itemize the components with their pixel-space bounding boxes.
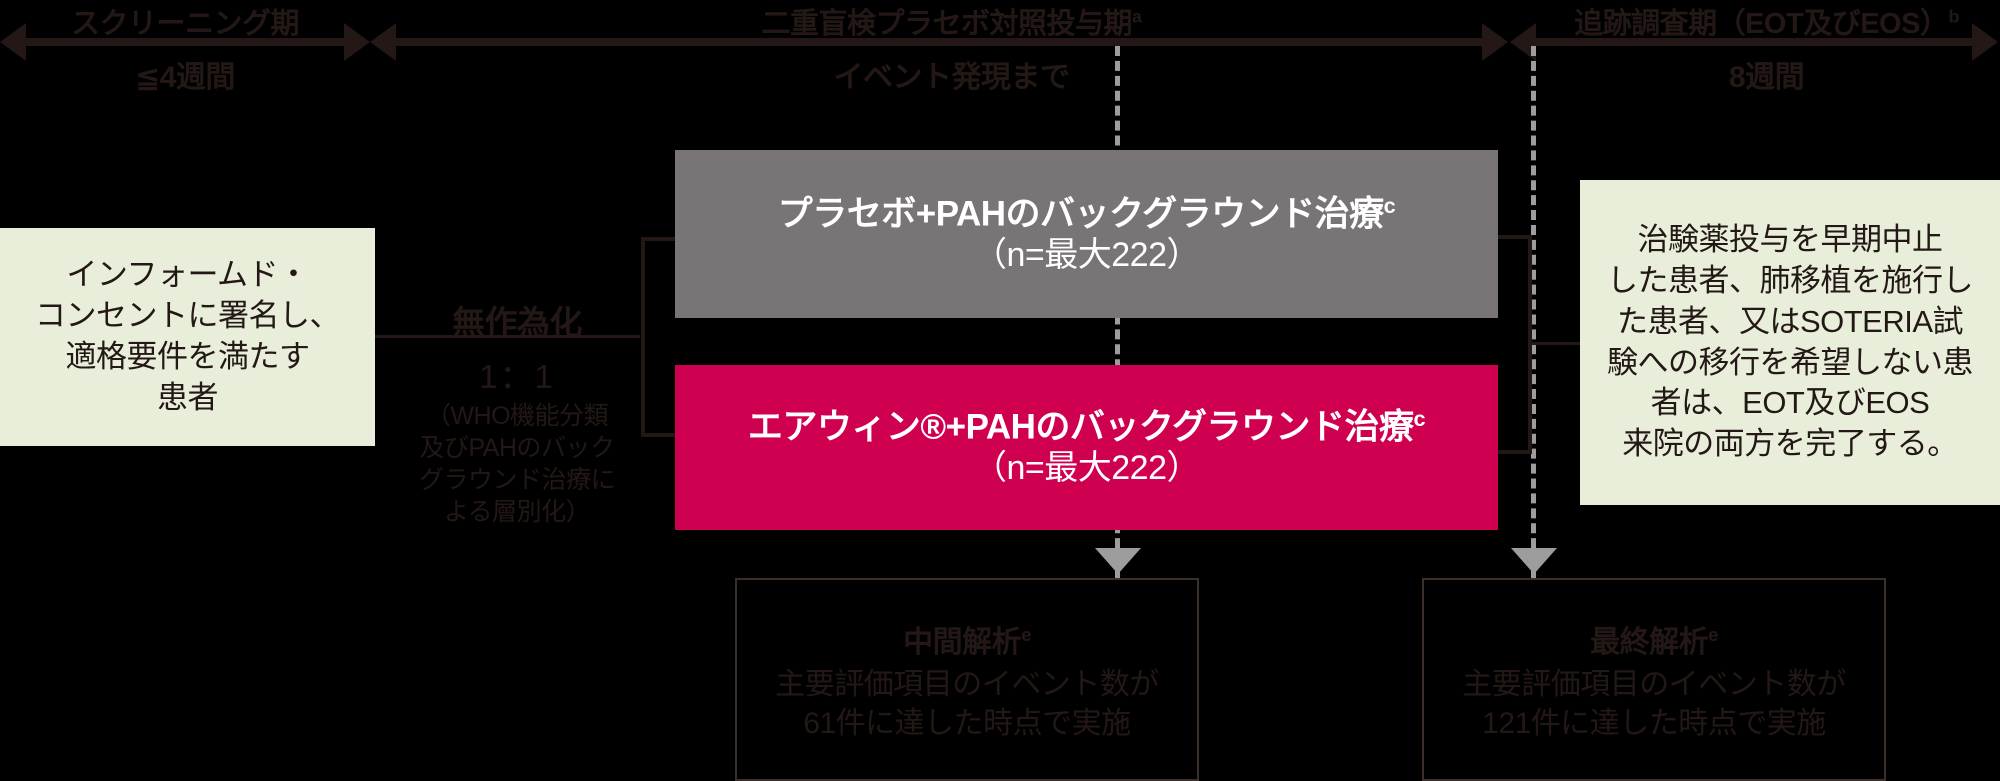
footnote-marker-a: a xyxy=(1132,6,1142,27)
placebo-arm-label: プラセボ+PAHのバックグラウンド治療c xyxy=(777,192,1396,234)
phase-duration-follow-up: 8週間 xyxy=(1728,61,1805,94)
footnote-marker-c-treatment: c xyxy=(1413,406,1426,432)
footnote-marker-b: b xyxy=(1948,6,1959,27)
final-analysis-body: 主要評価項目のイベント数が 121件に達した時点で実施 xyxy=(1462,667,1846,740)
treatment-arm-n: （n=最大222） xyxy=(973,449,1201,488)
footnote-marker-e-final: e xyxy=(1708,623,1718,645)
phase-title-follow-up: 追跡調査期（EOT及びEOS）b xyxy=(1574,6,1959,40)
randomization-block: 無作為化 1：1 （WHO機能分類 及びPAHのバック グラウンド治療に よる層… xyxy=(392,296,642,528)
merge-bracket-arm-placebo xyxy=(1498,235,1532,239)
axis-follow-up xyxy=(1532,38,1974,46)
footnote-marker-e-interim: e xyxy=(1021,623,1031,645)
phase-duration-screening: ≦4週間 xyxy=(135,61,235,94)
axis-screening xyxy=(22,38,352,46)
merge-bracket-arm-treatment xyxy=(1498,450,1532,454)
phase-title-double-blind: 二重盲検プラセボ対照投与期a xyxy=(761,6,1142,40)
split-bracket-vertical xyxy=(641,237,645,437)
phase-duration-double-blind: イベント発現まで xyxy=(833,61,1071,94)
axis-arrow-end xyxy=(1972,23,1998,61)
merge-bracket-vertical xyxy=(1528,235,1532,454)
interim-analysis-heading: 中間解析e xyxy=(903,623,1031,659)
randomization-heading: 無作為化 xyxy=(452,304,583,341)
eligibility-box: インフォームド・ コンセントに署名し、 適格要件を満たす 患者 xyxy=(0,228,375,446)
placebo-arm-n: （n=最大222） xyxy=(973,235,1201,274)
footnote-marker-c-placebo: c xyxy=(1383,192,1396,218)
dashed-guide-final-arrowhead xyxy=(1511,548,1557,574)
axis-arrow-doubleblind-end xyxy=(1482,23,1508,61)
completion-text: 治験薬投与を早期中止 した患者、肺移植を施行し た患者、又はSOTERIA試 験… xyxy=(1607,221,1974,462)
randomization-note: （WHO機能分類 及びPAHのバック グラウンド治療に よる層別化） xyxy=(418,402,616,526)
treatment-arm-box: エアウィン®+PAHのバックグラウンド治療c （n=最大222） xyxy=(675,365,1498,530)
axis-arrow-screening-end xyxy=(344,23,370,61)
eligibility-text: インフォームド・ コンセントに署名し、 適格要件を満たす 患者 xyxy=(35,257,341,415)
dashed-guide-final xyxy=(1531,46,1536,578)
connector-eligibility-stub xyxy=(375,335,393,338)
split-bracket-arm-placebo xyxy=(641,237,677,241)
placebo-arm-box: プラセボ+PAHのバックグラウンド治療c （n=最大222） xyxy=(675,150,1498,318)
completion-box: 治験薬投与を早期中止 した患者、肺移植を施行し た患者、又はSOTERIA試 験… xyxy=(1580,180,2000,505)
treatment-arm-label: エアウィン®+PAHのバックグラウンド治療c xyxy=(747,406,1426,448)
axis-arrow-doubleblind-start xyxy=(370,23,396,61)
dashed-guide-interim-arrowhead xyxy=(1095,548,1141,574)
final-analysis-box: 最終解析e 主要評価項目のイベント数が 121件に達した時点で実施 xyxy=(1422,578,1886,781)
interim-analysis-body: 主要評価項目のイベント数が 61件に達した時点で実施 xyxy=(775,667,1159,740)
split-bracket-arm-treatment xyxy=(641,433,677,437)
phase-title-screening: スクリーニング期 xyxy=(70,8,300,40)
interim-analysis-box: 中間解析e 主要評価項目のイベント数が 61件に達した時点で実施 xyxy=(735,578,1199,781)
connector-completion-stub xyxy=(1532,342,1580,345)
axis-double-blind xyxy=(392,38,1486,46)
connector-randomization-rule xyxy=(392,335,640,338)
randomization-ratio: 1：1 xyxy=(479,358,555,395)
final-analysis-heading: 最終解析e xyxy=(1590,623,1718,659)
axis-arrow-start xyxy=(0,23,26,61)
